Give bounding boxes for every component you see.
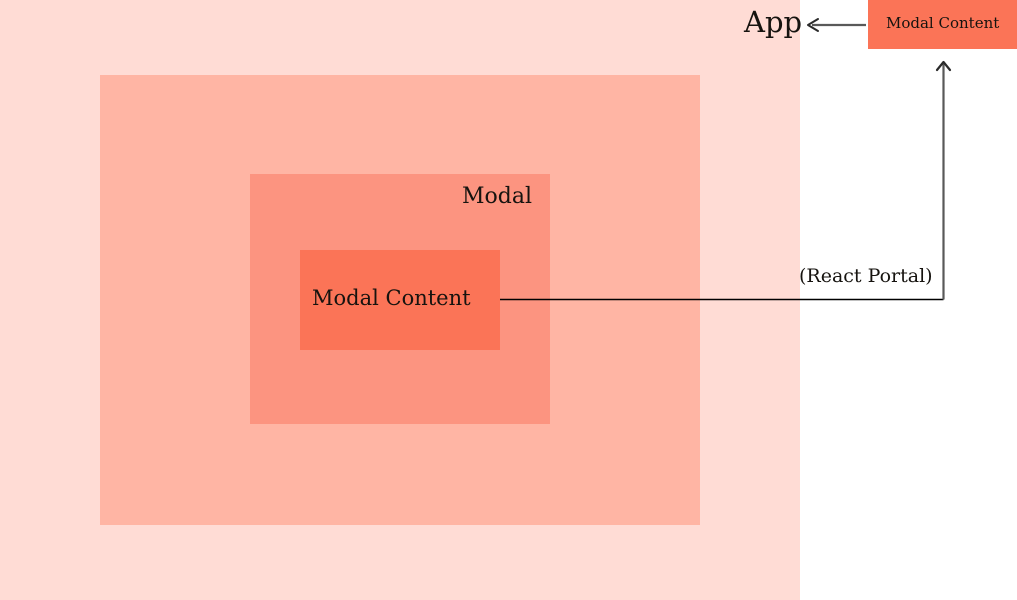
app-connector-left-arrowhead (807, 18, 819, 32)
portal-connector-up-arrowhead (935, 60, 952, 72)
modal-content-label: Modal Content (312, 286, 471, 310)
portal-modal-content-box (868, 0, 1017, 49)
portal-modal-content-label: Modal Content (886, 14, 1000, 32)
modal-label: Modal (462, 184, 533, 209)
modal-content-box (300, 250, 500, 350)
react-portal-annotation: (React Portal) (799, 265, 933, 287)
app-label: App (744, 5, 803, 39)
